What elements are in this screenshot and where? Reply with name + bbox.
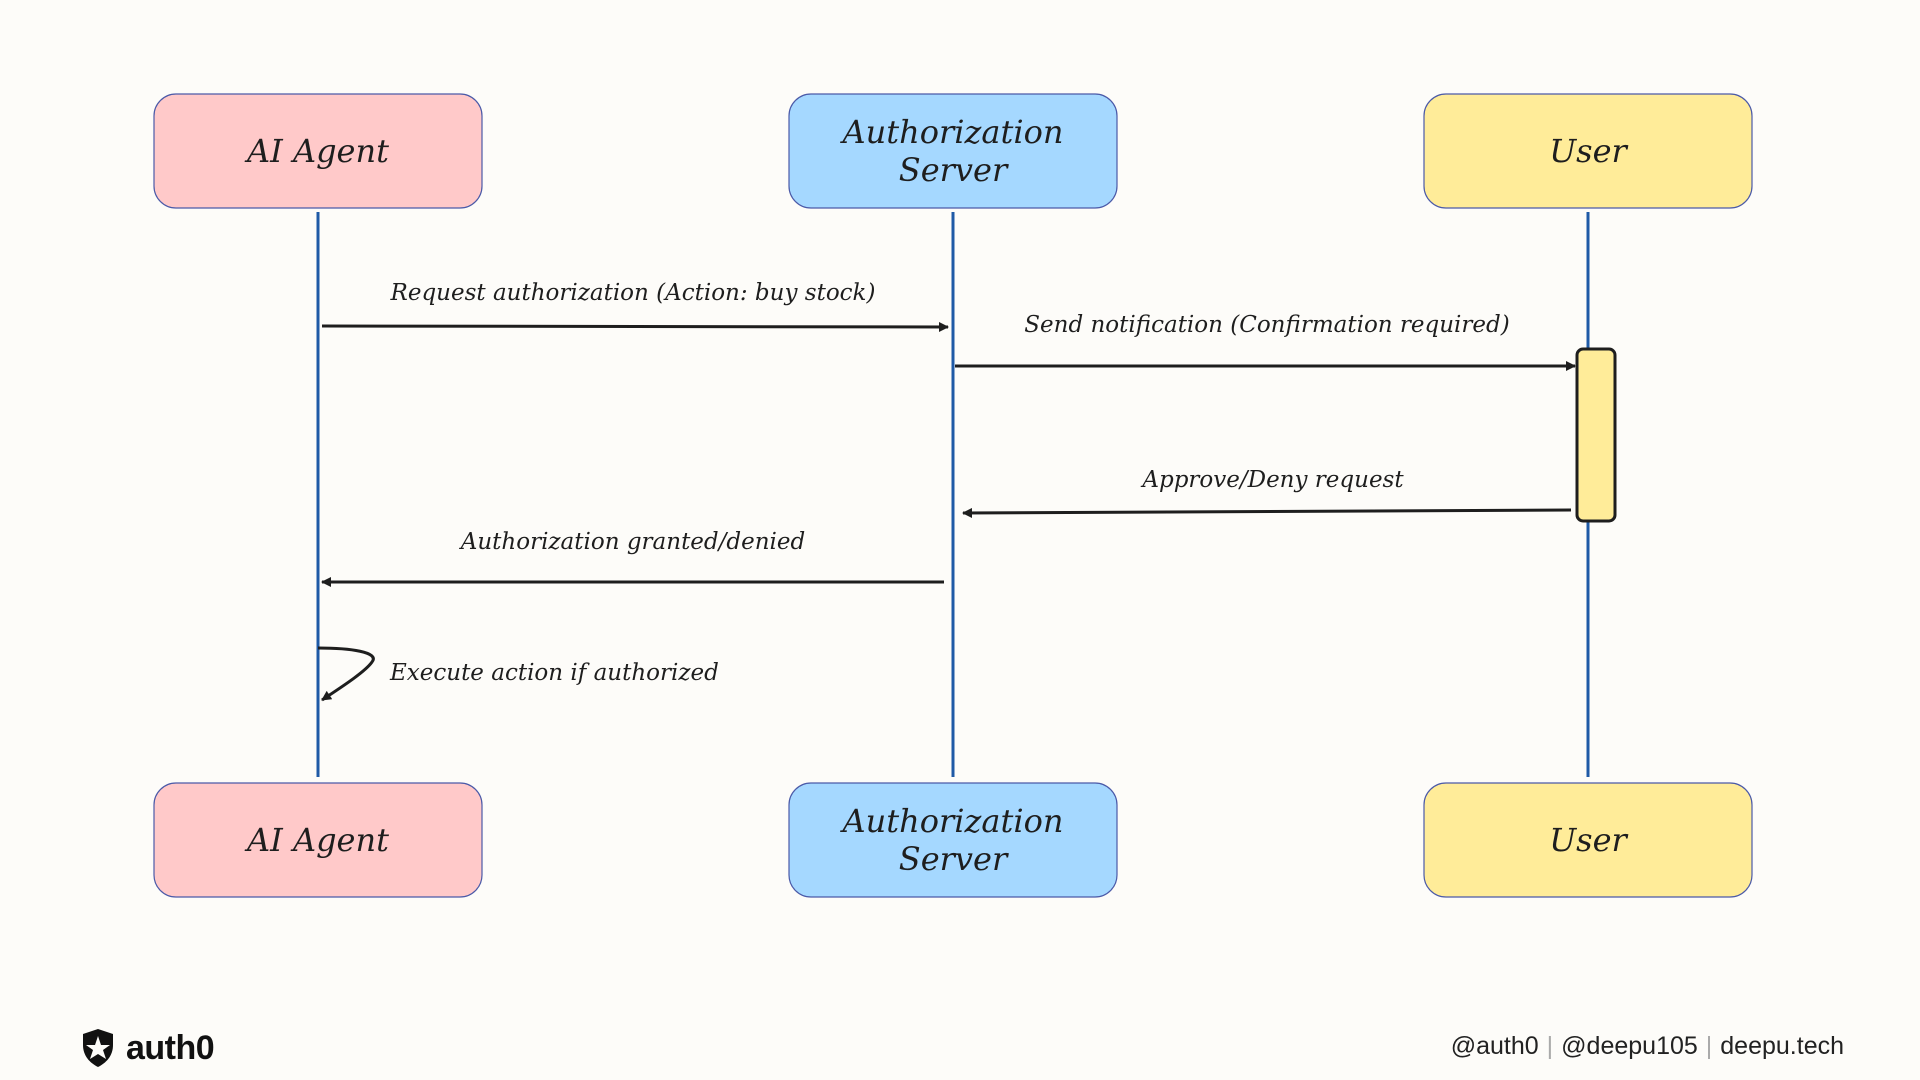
message-5: Execute action if authorized (317, 646, 719, 702)
footer-separator: | (1705, 1032, 1713, 1060)
actor-agent-bottom: AI Agent (153, 782, 483, 898)
actor-label: Authorization (840, 113, 1064, 151)
actor-label: AI Agent (244, 132, 389, 170)
footer-credits: @auth0 | @deepu105 | deepu.tech (1451, 1032, 1844, 1061)
message-label: Execute action if authorized (389, 660, 719, 686)
footer-site: deepu.tech (1720, 1032, 1844, 1060)
self-message-arrow (317, 646, 375, 702)
actor-label: Authorization (840, 802, 1064, 840)
footer-handle-auth0: @auth0 (1450, 1032, 1539, 1060)
auth0-logo-text: auth0 (126, 1028, 215, 1067)
actor-box (153, 93, 483, 209)
actor-box (1423, 782, 1753, 898)
auth0-logo: auth0 (80, 1026, 215, 1070)
footer-handle-deepu: @deepu105 (1561, 1032, 1698, 1060)
footer-separator: | (1546, 1032, 1554, 1060)
message-3: Approve/Deny request (962, 467, 1572, 518)
message-arrow (321, 321, 949, 332)
auth0-shield-icon (83, 1029, 113, 1067)
actor-agent-top: AI Agent (153, 93, 483, 209)
actor-label: User (1549, 132, 1628, 170)
message-2: Send notification (Confirmation required… (955, 312, 1576, 371)
actor-box (153, 782, 483, 898)
message-label: Request authorization (Action: buy stock… (390, 280, 876, 306)
actor-user-top: User (1423, 93, 1753, 209)
message-label: Send notification (Confirmation required… (1024, 312, 1509, 338)
actor-label: User (1549, 821, 1628, 859)
actor-box (788, 93, 1118, 209)
actor-label: Server (899, 151, 1009, 189)
message-1: Request authorization (Action: buy stock… (321, 280, 949, 332)
user-activation-bar (1575, 347, 1617, 523)
actor-label: Server (899, 840, 1009, 878)
messages: Request authorization (Action: buy stock… (317, 280, 1617, 702)
actor-user-bottom: User (1423, 782, 1753, 898)
message-arrow (962, 507, 1572, 518)
actor-box (1423, 93, 1753, 209)
message-4: Authorization granted/denied (321, 529, 944, 587)
message-label: Approve/Deny request (1140, 467, 1404, 493)
actor-box (788, 782, 1118, 898)
message-label: Authorization granted/denied (459, 529, 805, 555)
actor-label: AI Agent (244, 821, 389, 859)
